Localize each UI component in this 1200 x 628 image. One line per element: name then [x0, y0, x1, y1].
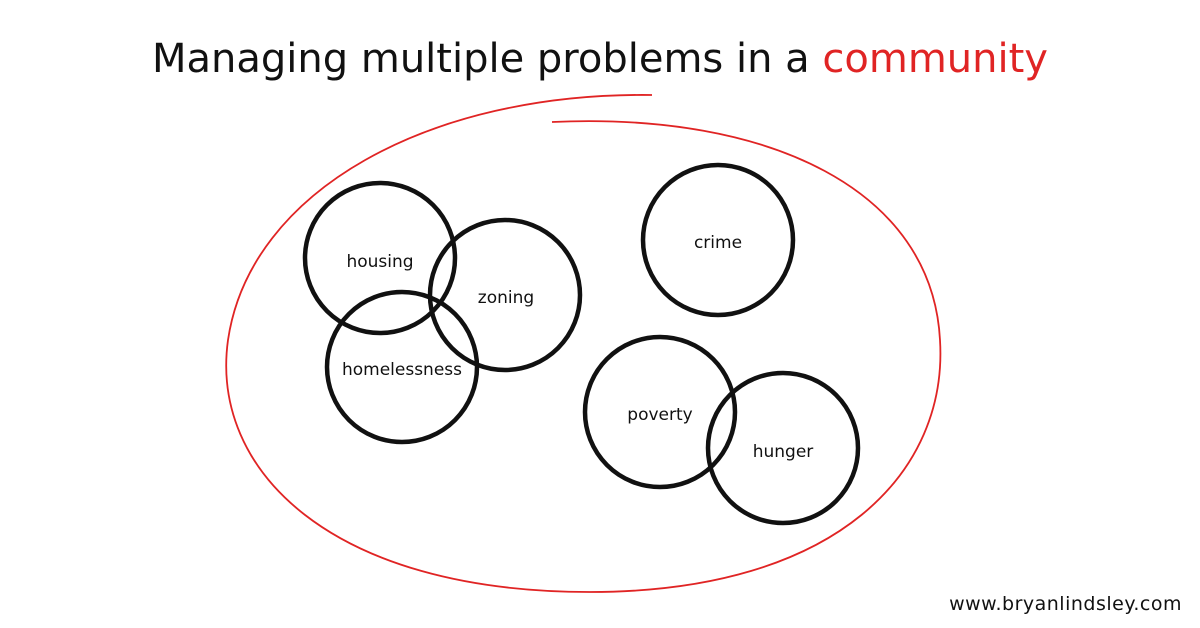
problem-label-homelessness: homelessness: [342, 360, 462, 380]
problem-circle-hunger: [705, 370, 861, 526]
problem-circle-homelessness: [324, 289, 480, 445]
problem-circle-crime: [640, 162, 796, 318]
problem-label-hunger: hunger: [753, 442, 814, 462]
problem-labels: housing zoning homelessness crime povert…: [342, 233, 813, 462]
community-boundary-loop: [225, 94, 942, 593]
title-prefix: Managing multiple problems in a: [152, 36, 822, 82]
problem-label-crime: crime: [694, 233, 742, 253]
problem-label-housing: housing: [346, 252, 413, 272]
footer-website-link[interactable]: www.bryanlindsley.com: [949, 593, 1182, 615]
problem-label-poverty: poverty: [627, 405, 692, 425]
problem-circle-poverty: [582, 334, 738, 490]
problem-circles: [302, 162, 861, 526]
title-accent-word: community: [822, 36, 1048, 82]
page-title: Managing multiple problems in a communit…: [152, 36, 1048, 82]
problem-circle-zoning: [427, 217, 583, 373]
community-boundary: [225, 94, 942, 593]
problem-circle-housing: [302, 180, 458, 336]
problem-label-zoning: zoning: [478, 288, 534, 308]
